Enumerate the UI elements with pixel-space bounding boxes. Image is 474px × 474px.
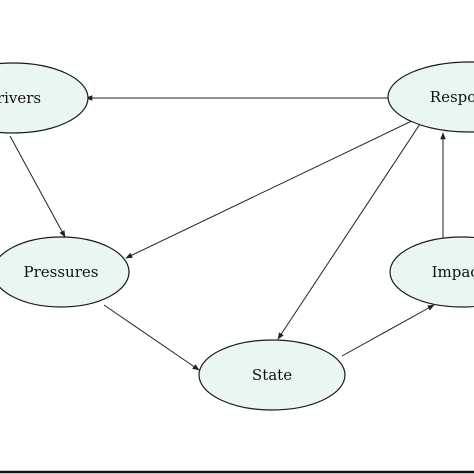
node-responses: Responses	[387, 61, 474, 133]
node-impacts-shape	[389, 236, 474, 308]
edges-group	[9, 95, 446, 371]
node-pressures-label: Pressures	[24, 263, 99, 281]
arrow-state-impacts	[341, 304, 435, 357]
node-drivers-shape	[0, 62, 89, 134]
arrow-responses-state	[277, 123, 421, 340]
node-drivers: Drivers	[0, 62, 89, 134]
arrow-drivers-pressures	[9, 135, 66, 238]
node-state-label: State	[252, 366, 292, 384]
node-state-shape	[198, 339, 346, 411]
arrow-responses-pressures	[125, 117, 419, 259]
node-responses-shape	[387, 61, 474, 133]
node-pressures-shape	[0, 236, 130, 308]
node-state: State	[198, 339, 346, 411]
node-drivers-label: Drivers	[0, 89, 41, 107]
node-impacts-label: Impacts	[432, 263, 474, 281]
node-pressures: Pressures	[0, 236, 130, 308]
arrow-pressures-state	[103, 304, 200, 371]
node-responses-label: Responses	[430, 88, 474, 106]
node-impacts: Impacts	[389, 236, 474, 308]
